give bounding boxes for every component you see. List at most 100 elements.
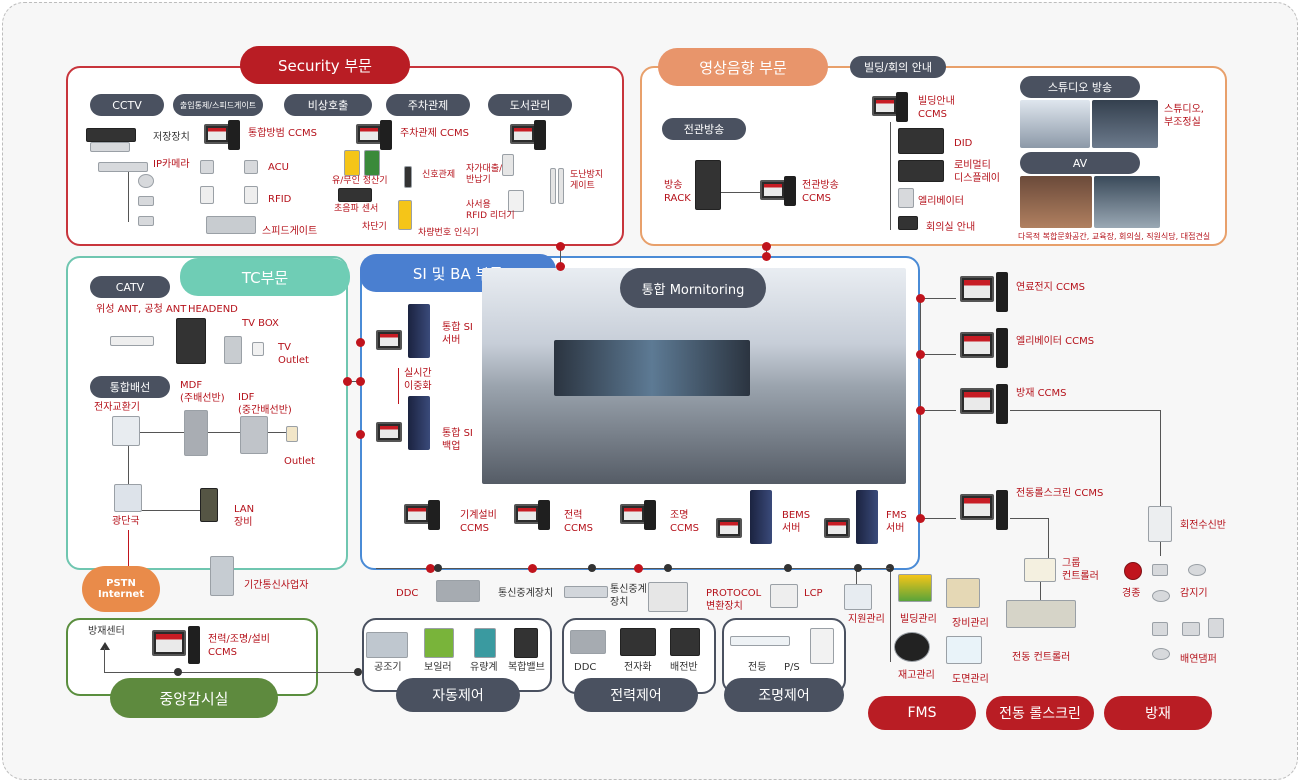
building-ccms-label: 빌딩안내 CCMS [918, 96, 955, 120]
tag-cabling: 통합배선 [90, 376, 170, 398]
lobby-label: 로비멀티 디스플레이 [954, 160, 1000, 184]
lan-device [200, 488, 218, 522]
central-dot [174, 668, 182, 676]
ip-camera-3 [138, 216, 154, 226]
ps-label: P/S [784, 662, 800, 673]
antitheft-label: 도난방지 게이트 [570, 170, 604, 192]
fms-pill: FMS [868, 696, 976, 730]
ip-camera-2 [138, 196, 154, 206]
protocol-device [648, 582, 688, 612]
idf-rack [240, 416, 268, 454]
optical-device [114, 484, 142, 512]
lcp-device [770, 584, 798, 608]
power-title: 전력제어 [574, 678, 698, 712]
speedgate-label: 스피드게이트 [262, 226, 318, 237]
cctv-line [128, 172, 129, 222]
ultrasonic-device [338, 188, 372, 202]
damper-2 [1182, 622, 1200, 636]
lending-kiosk [502, 154, 514, 176]
studio-photo-1 [1020, 100, 1090, 148]
drawing-label: 도면관리 [952, 674, 989, 685]
right-line-2 [920, 354, 956, 355]
rack-label: 방송 RACK [664, 180, 691, 204]
motor-label: 전동 컨트롤러 [1012, 652, 1071, 663]
ip-camera-1 [138, 174, 154, 188]
center-arrow [100, 642, 110, 650]
acu-label: ACU [268, 162, 289, 173]
sensor-1 [1152, 564, 1168, 576]
fire-to-receiver [1010, 410, 1160, 411]
auto-title: 자동제어 [396, 678, 520, 712]
alarm-bell [1124, 562, 1142, 580]
ddc2-device [570, 630, 606, 654]
bus-dot-3 [634, 564, 643, 573]
support-label: 지원관리 [848, 614, 885, 625]
plate-reader [398, 200, 412, 230]
fms-label: FMS 서버 [886, 510, 907, 534]
damper-3 [1208, 618, 1224, 638]
bus-dot-6 [664, 564, 672, 572]
fire-label: 방재 CCMS [1016, 388, 1067, 399]
broadcast-ccms-label: 전관방송 CCMS [802, 180, 839, 204]
light-ccms-pc [620, 500, 656, 530]
building-icon [898, 574, 932, 602]
support-icon [844, 584, 872, 610]
barrier-label: 차단기 [362, 222, 387, 232]
central-dot-2 [354, 668, 362, 676]
storage-label: 저장장치 [153, 132, 190, 143]
fire-ccms-pc [960, 384, 1008, 424]
acu-device-2 [244, 160, 258, 174]
plate-label: 차량번호 인식기 [418, 228, 479, 238]
si-server-pc [376, 326, 412, 356]
damper-1 [1152, 622, 1168, 636]
tc-link [348, 381, 362, 382]
screen-line-v [1048, 518, 1049, 558]
multi-label: 다목적 복합문화공간, 교육장, 회의실, 직원식당, 대접견실 [1018, 232, 1211, 241]
receiver-label: 회전수신반 [1180, 520, 1226, 531]
central-ccms-label: 전력/조명/설비 CCMS [208, 634, 270, 658]
tag-emergency: 비상호출 [284, 94, 372, 116]
gateway-label: 통신중계장치 [498, 588, 554, 599]
boiler-label: 보일러 [424, 662, 452, 673]
lending-label: 자가대출/ 반납기 [466, 164, 503, 186]
si-backup-pc [376, 418, 412, 448]
gateway2-label: 통신중계 장치 [610, 584, 647, 608]
tag-av: AV [1020, 152, 1140, 174]
building-ccms-pc [872, 92, 908, 122]
flow-label: 유량계 [470, 662, 498, 673]
center-line [104, 648, 105, 672]
dup-label: 실시간 이중화 [404, 368, 432, 392]
fms-trunk-dot [886, 564, 894, 572]
si-server-label: 통합 SI 서버 [442, 322, 473, 346]
alarm-label: 경종 [1122, 588, 1141, 599]
elev-label: 엘리베이터 CCMS [1016, 336, 1095, 347]
bus-dot-8 [854, 564, 862, 572]
bems-pc [716, 514, 752, 544]
gateway-device [564, 586, 608, 598]
av-photo-2 [1094, 176, 1160, 228]
office-rfid [508, 190, 524, 212]
mdf-label: MDF (주배선반) [180, 380, 225, 404]
ahu-label: 공조기 [374, 662, 402, 673]
acu-device-1 [200, 160, 214, 174]
antitheft-gate [550, 168, 556, 204]
right-dot-1 [916, 294, 925, 303]
meeting-label: 회의실 안내 [926, 222, 976, 233]
group-controller [1024, 558, 1056, 582]
ddc2-label: DDC [574, 662, 597, 673]
antenna-label: 위성 ANT, 공청 ANT [96, 304, 187, 315]
stock-icon [894, 632, 930, 662]
tag-library: 도서관리 [488, 94, 572, 116]
screen-pill: 전동 롤스크린 [986, 696, 1094, 730]
exchange-label: 전자교환기 [94, 402, 140, 413]
meter-device [620, 628, 656, 656]
lamp-device [730, 636, 790, 646]
central-title: 중앙감시실 [110, 678, 278, 718]
lan-label: LAN 장비 [234, 504, 255, 528]
outlet-label: Outlet [284, 456, 315, 467]
building-trunk [890, 122, 891, 230]
unmanned-device-2 [364, 150, 380, 176]
elevator-label: 엘리베이터 [918, 196, 964, 207]
fire-to-receiver-v [1160, 410, 1161, 506]
